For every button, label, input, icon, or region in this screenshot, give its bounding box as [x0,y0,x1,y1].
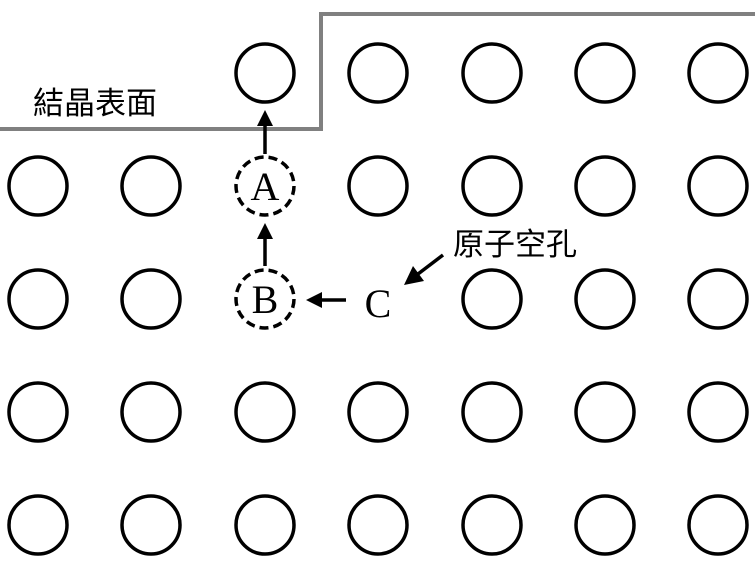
atom-circle [234,42,296,104]
crystal-surface-label: 結晶表面 [33,86,157,122]
atom-circle [347,155,409,217]
atom-circle [461,494,523,556]
atom-circle [461,268,523,330]
atom-circle [234,494,296,556]
atom-circle [7,268,69,330]
arrow-c-to-b [306,292,346,308]
atom-circle [234,381,296,443]
atom-circle [687,494,749,556]
atom-circle [461,42,523,104]
atom-circle [687,268,749,330]
atom-circle [574,155,636,217]
vacancy-label: 原子空孔 [453,227,577,263]
atom-circle [120,268,182,330]
atom-circle [574,42,636,104]
atom-circle [347,42,409,104]
site-a-dashed-circle [234,155,296,217]
site-a-label: A [251,164,280,209]
atom-circle [461,155,523,217]
atom-circle [347,494,409,556]
crystal-surface-line [0,12,755,131]
atom-circle [574,494,636,556]
arrow-vacancy-pointer [404,253,445,285]
site-b-label: B [252,277,279,322]
arrow-a-to-surface [257,110,273,154]
arrow-b-to-a [257,223,273,266]
atom-circle [574,268,636,330]
site-c-label: C [365,281,392,326]
atom-circle [7,155,69,217]
atom-lattice [7,42,749,556]
atom-circle [687,381,749,443]
atom-circle [347,381,409,443]
atom-circle [687,42,749,104]
atom-circle [461,381,523,443]
atom-circle [120,494,182,556]
atom-circle [120,381,182,443]
atom-circle [120,155,182,217]
atom-circle [7,494,69,556]
atom-circle [574,381,636,443]
site-b-dashed-circle [234,268,296,330]
atom-circle [7,381,69,443]
atom-circle [687,155,749,217]
